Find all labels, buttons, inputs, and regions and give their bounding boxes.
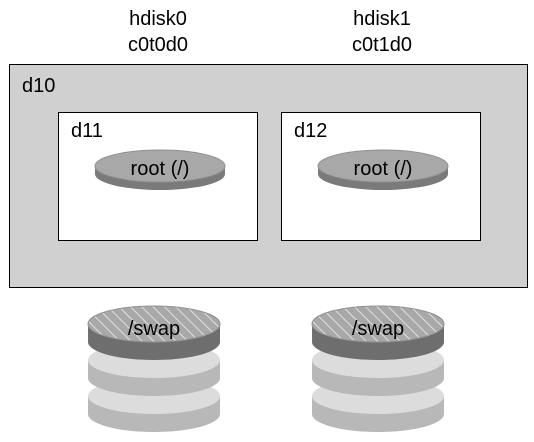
submirror-d11: d11 root (/) bbox=[58, 112, 258, 241]
disk-name: hdisk1 bbox=[353, 8, 411, 30]
swap-disk-stack-hdisk0: /swap bbox=[87, 298, 221, 434]
submirror-label: d12 bbox=[294, 120, 328, 142]
swap-label: /swap bbox=[351, 318, 405, 340]
submirror-d12: d12 root (/) bbox=[281, 112, 481, 241]
root-slice-icon bbox=[317, 149, 449, 190]
swap-disk-stack-hdisk1: /swap bbox=[311, 298, 445, 434]
disk-stack-icon bbox=[311, 305, 445, 432]
disk-header-hdisk1: hdisk1 c0t1d0 bbox=[302, 6, 462, 58]
slice-label: root (/) bbox=[130, 158, 190, 180]
disk-name: hdisk0 bbox=[129, 8, 187, 30]
disk-id: c0t0d0 bbox=[127, 34, 189, 56]
swap-label: /swap bbox=[127, 318, 181, 340]
disk-header-hdisk0: hdisk0 c0t0d0 bbox=[78, 6, 238, 58]
mirror-label: d10 bbox=[22, 75, 56, 97]
disk-stack-icon bbox=[87, 305, 221, 432]
root-slice-icon bbox=[94, 149, 226, 190]
slice-label: root (/) bbox=[353, 158, 413, 180]
mirror-volume: d10 d11 root (/) d12 root (/) bbox=[9, 64, 528, 288]
submirror-label: d11 bbox=[71, 120, 103, 142]
disk-id: c0t1d0 bbox=[351, 34, 413, 56]
